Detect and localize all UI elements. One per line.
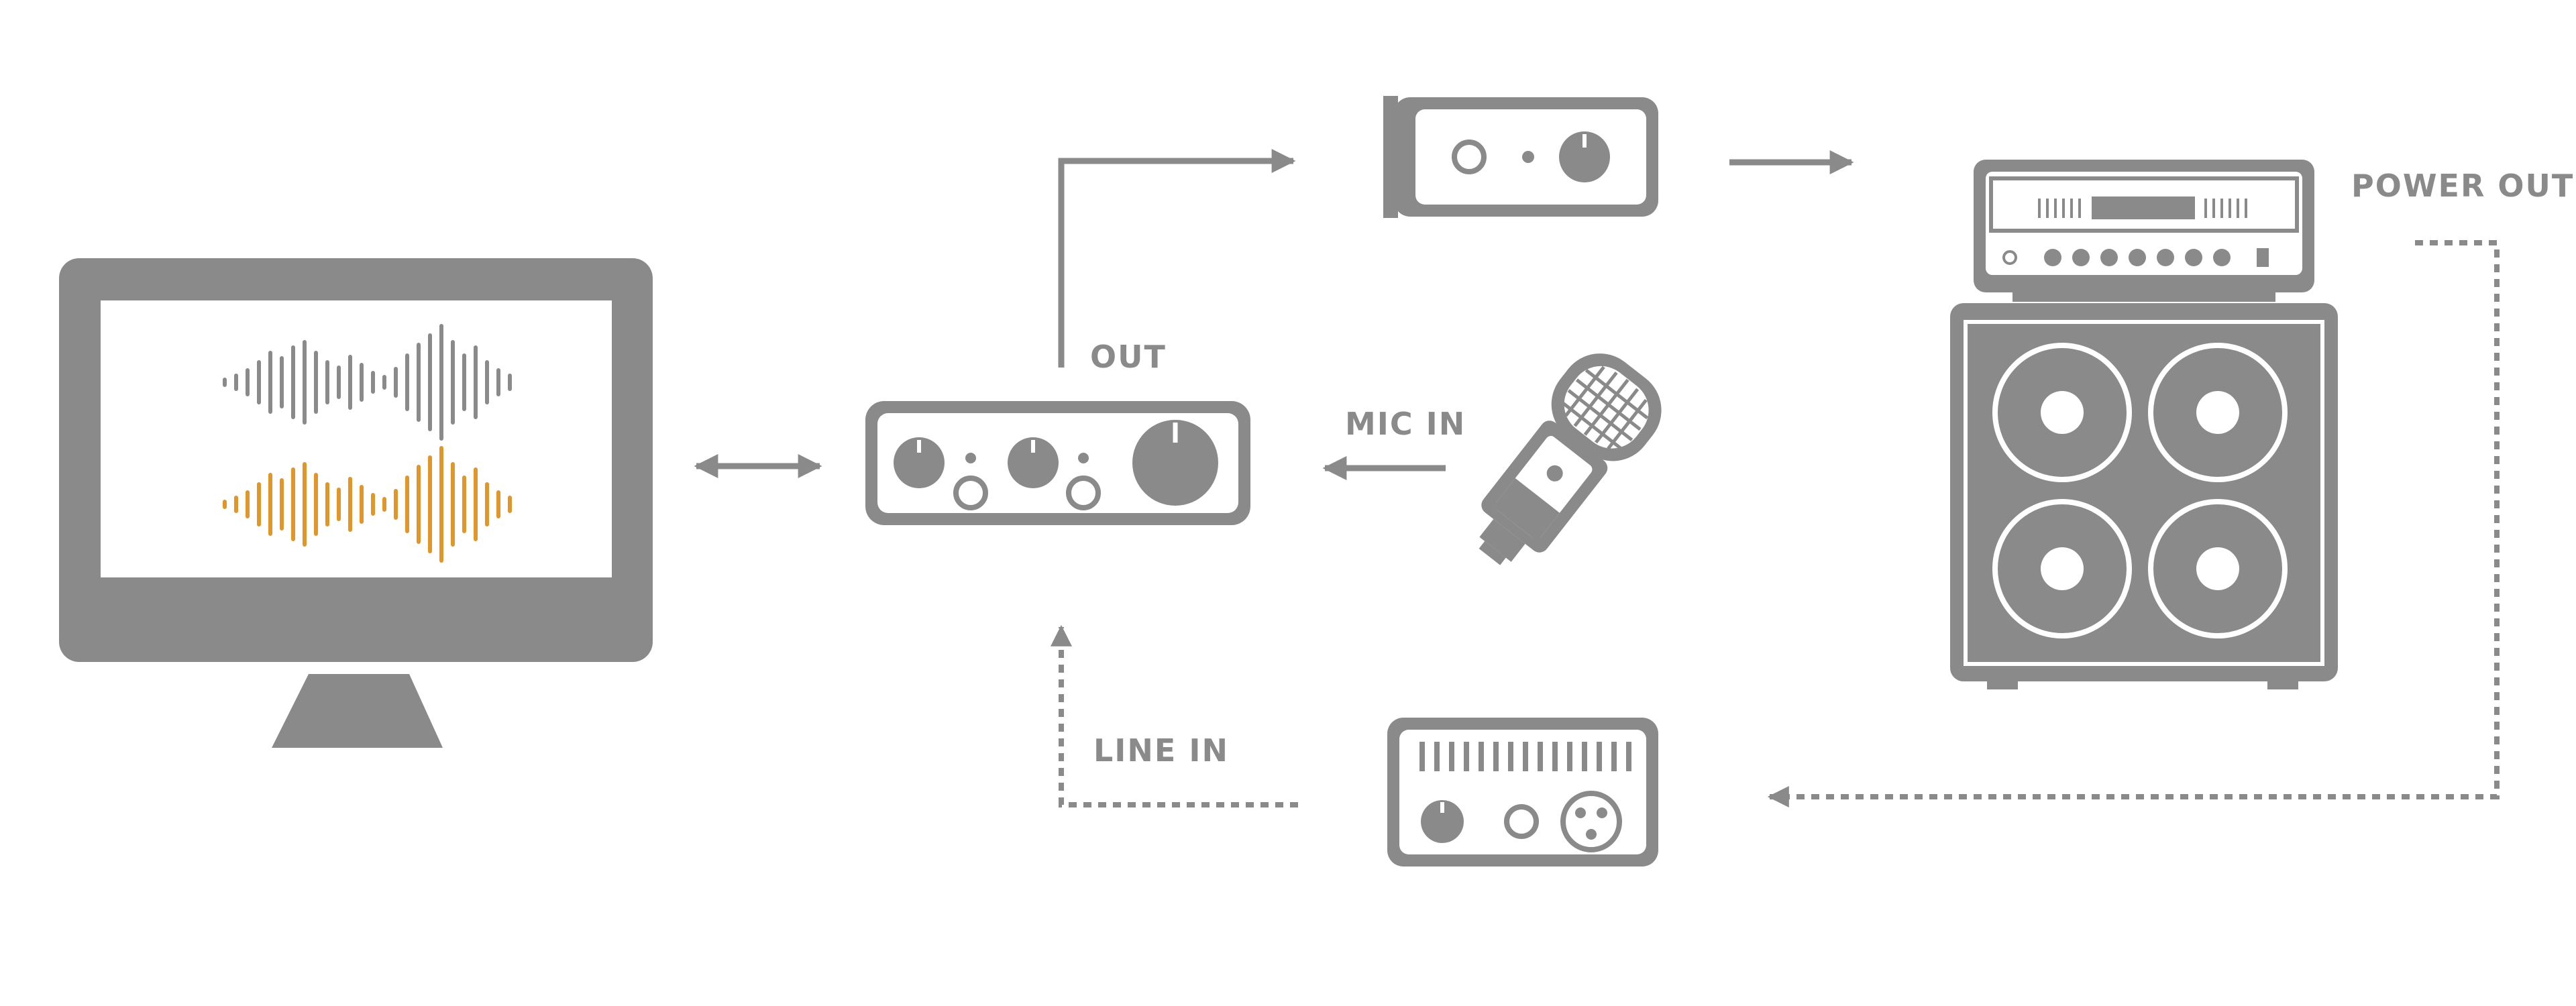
power-out-label: POWER OUT [2351, 168, 2574, 204]
jack-input-2 [1066, 476, 1101, 510]
speaker-cone-bottom-left [1992, 499, 2132, 638]
load-box-jack [1504, 804, 1539, 839]
reamp-level-knob [1559, 131, 1610, 182]
speaker-cone-top-right [2148, 343, 2288, 482]
jack-input-1 [953, 476, 988, 510]
line-in-signal-arrow [1051, 624, 1298, 807]
indicator-led-1 [965, 453, 976, 463]
speaker-cone-top-left [1992, 343, 2132, 482]
mic-in-label: MIC IN [1345, 406, 1466, 442]
monitor-volume-knob [1132, 420, 1218, 506]
waveform-orange [223, 446, 512, 563]
out-signal-arrow [1058, 149, 1296, 368]
power-out-signal-arrow [1767, 240, 2500, 807]
reamp-led [1522, 151, 1534, 163]
gain-knob-2 [1008, 437, 1059, 488]
xlr-connector [1560, 791, 1622, 852]
speaker-cabinet [1950, 303, 2338, 681]
microphone [1479, 353, 1662, 565]
load-box-knob [1421, 800, 1464, 843]
reamp-box [1383, 96, 1658, 218]
audio-interface [865, 401, 1250, 525]
computer-monitor [59, 258, 653, 748]
amp-head-knobs [2044, 249, 2231, 266]
speaker-cone-bottom-right [2148, 499, 2288, 638]
gain-knob-1 [894, 437, 945, 488]
out-label: OUT [1090, 339, 1167, 375]
indicator-led-2 [1078, 453, 1089, 463]
monitor-stand [272, 674, 443, 748]
reamp-jack [1452, 139, 1487, 174]
line-in-label: LINE IN [1093, 732, 1229, 769]
guitar-amp-head-and-cabinet [1950, 160, 2338, 689]
load-box-vent [1419, 742, 1631, 771]
load-box [1387, 718, 1658, 867]
waveform-gray [223, 324, 512, 441]
